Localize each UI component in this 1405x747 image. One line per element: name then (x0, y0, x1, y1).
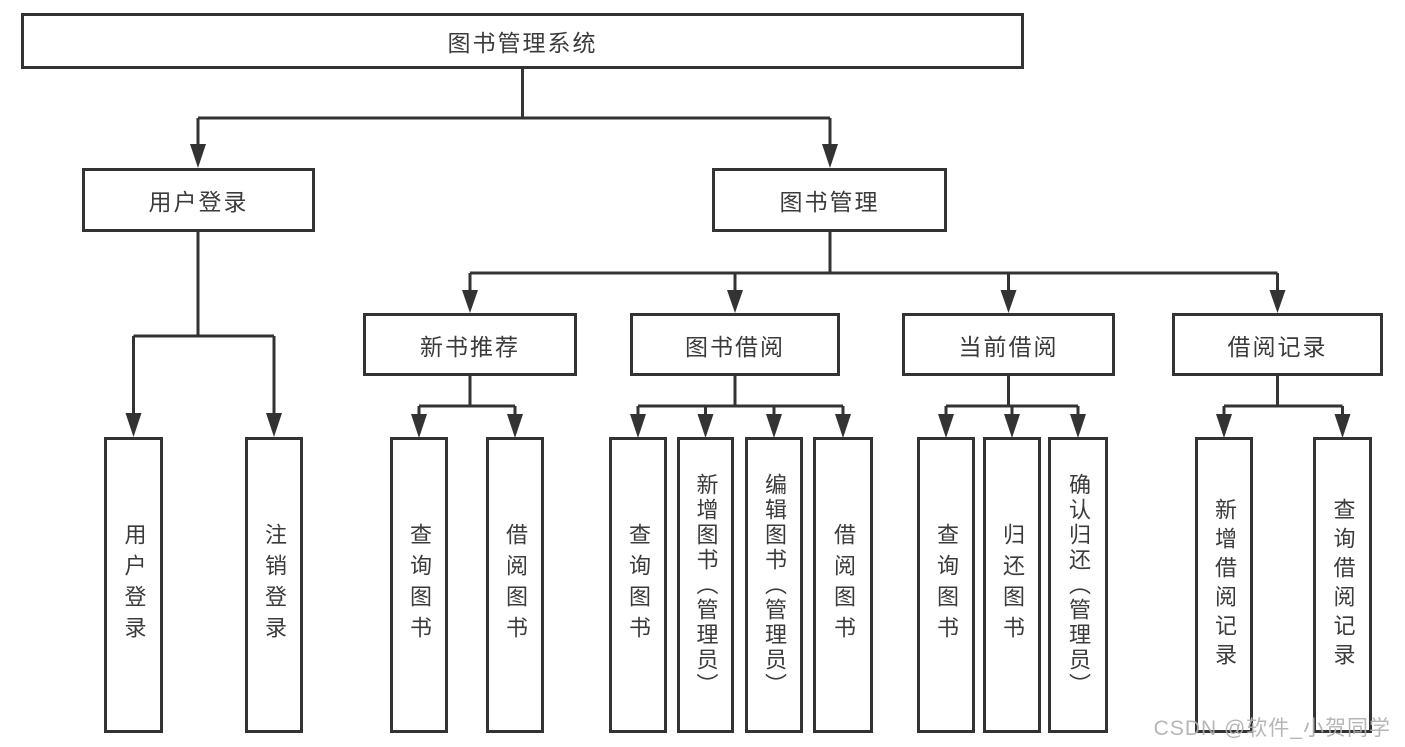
node-book-borrow: 图书借阅 (630, 313, 840, 376)
leaf-add-borrow-record: 新增借阅记录 (1195, 437, 1253, 733)
leaf-logout-label: 注销登录 (262, 523, 287, 647)
node-root: 图书管理系统 (21, 13, 1024, 69)
node-current-borrow-label: 当前借阅 (958, 333, 1059, 360)
leaf-query-books-recommend: 查询图书 (390, 437, 448, 733)
leaf-borrow-books-recommend: 借阅图书 (486, 437, 544, 733)
node-borrow-records-label: 借阅记录 (1227, 333, 1328, 360)
leaf-return-book-label: 归还图书 (1000, 523, 1025, 647)
leaf-query-books-recommend-label: 查询图书 (407, 523, 432, 647)
node-book-management: 图书管理 (712, 168, 947, 232)
leaf-borrow-books: 借阅图书 (813, 437, 873, 733)
leaf-borrow-books-label: 借阅图书 (831, 523, 856, 647)
leaf-add-book-admin: 新增图书（管理员） (677, 437, 734, 733)
node-new-book-recommend-label: 新书推荐 (420, 333, 520, 360)
node-user-login: 用户登录 (82, 168, 315, 232)
leaf-query-books-borrow-label: 查询图书 (626, 523, 651, 647)
leaf-confirm-return-admin-label: 确认归还（管理员） (1066, 472, 1091, 698)
node-current-borrow: 当前借阅 (902, 313, 1115, 376)
leaf-query-books-borrow: 查询图书 (609, 437, 667, 733)
leaf-user-login: 用户登录 (104, 437, 163, 733)
node-borrow-records: 借阅记录 (1172, 313, 1383, 376)
leaf-query-borrow-record: 查询借阅记录 (1313, 437, 1372, 733)
leaf-borrow-books-recommend-label: 借阅图书 (503, 523, 528, 647)
leaf-edit-book-admin-label: 编辑图书（管理员） (762, 472, 787, 698)
leaf-add-book-admin-label: 新增图书（管理员） (693, 472, 719, 698)
leaf-add-borrow-record-label: 新增借阅记录 (1212, 498, 1237, 672)
csdn-watermark: CSDN @软件_小贺同学 (1153, 717, 1391, 740)
node-book-management-label: 图书管理 (779, 189, 880, 215)
leaf-edit-book-admin: 编辑图书（管理员） (745, 437, 803, 733)
node-user-login-label: 用户登录 (148, 189, 249, 215)
leaf-query-books-current: 查询图书 (917, 437, 975, 733)
leaf-query-borrow-record-label: 查询借阅记录 (1330, 498, 1356, 672)
node-new-book-recommend: 新书推荐 (363, 313, 577, 376)
leaf-query-books-current-label: 查询图书 (934, 523, 959, 647)
arrowheads (125, 144, 1351, 438)
leaf-return-book: 归还图书 (983, 437, 1041, 733)
node-root-label: 图书管理系统 (447, 30, 598, 56)
leaf-user-login-label: 用户登录 (121, 523, 147, 647)
node-book-borrow-label: 图书借阅 (685, 333, 785, 360)
leaf-logout: 注销登录 (245, 437, 303, 733)
leaf-confirm-return-admin: 确认归还（管理员） (1048, 437, 1108, 733)
